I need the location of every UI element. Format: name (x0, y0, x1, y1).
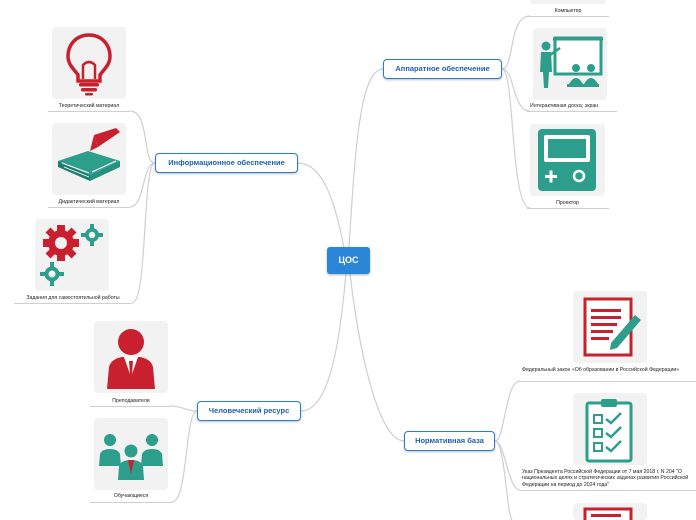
item-projector-label: Проектор (556, 200, 579, 206)
students-group-icon[interactable] (94, 418, 168, 490)
item-didactic-label: Дидактический материал (58, 199, 120, 205)
item-decree-label: Указ Президента Российской Федерации от … (522, 469, 689, 488)
document-pen-icon[interactable] (573, 291, 647, 363)
teacher-icon[interactable] (94, 321, 168, 393)
checklist-icon[interactable] (573, 393, 647, 465)
book-pen-icon[interactable] (52, 123, 126, 195)
branch-hardware[interactable]: Аппаратное обеспечение (383, 59, 502, 79)
lightbulb-icon[interactable] (52, 27, 126, 99)
document-partial-icon[interactable] (573, 503, 647, 520)
interactive-board-icon[interactable] (533, 28, 607, 100)
item-theory-label: Теоретический материал (58, 103, 120, 109)
item-computer-label: Компьютер (554, 8, 582, 14)
branch-information[interactable]: Информационное обеспечение (155, 153, 298, 173)
projector-icon[interactable] (530, 124, 605, 196)
central-node[interactable]: ЦОС (327, 247, 370, 274)
branch-human-resource[interactable]: Человеческий ресурс (197, 401, 301, 421)
branch-regulatory[interactable]: Нормативная база (404, 431, 495, 451)
gears-icon[interactable] (35, 219, 109, 291)
item-tasks-label: Задания для самостоятельной работы (26, 295, 120, 301)
item-teachers-label: Преподаватели (112, 398, 150, 404)
item-students-label: Обучающиеся (113, 493, 149, 499)
item-board-label: Интерактивная доска; экран (530, 103, 599, 109)
item-law-label: Федеральный закон «Об образовании в Росс… (522, 367, 680, 373)
computer-icon[interactable] (530, 0, 606, 4)
